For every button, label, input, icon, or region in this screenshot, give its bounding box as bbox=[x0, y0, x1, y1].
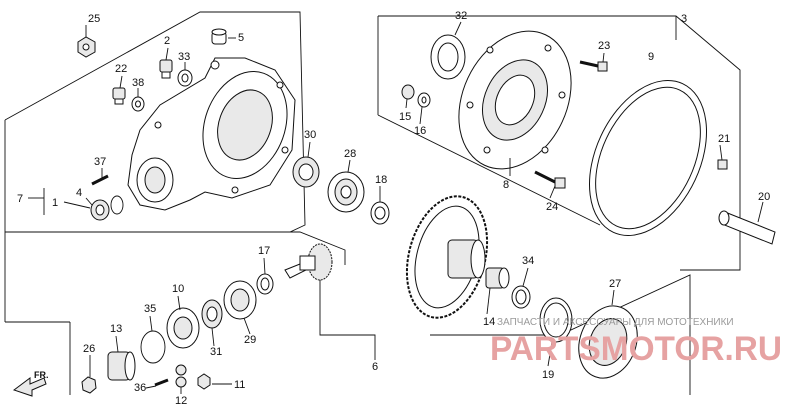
label-33: 33 bbox=[178, 51, 190, 63]
bolt-24 bbox=[534, 170, 566, 189]
bolt-2 bbox=[159, 59, 173, 79]
pinion-group-top-line bbox=[120, 231, 346, 265]
label-7: 7 bbox=[17, 193, 23, 205]
washer-15 bbox=[401, 84, 415, 100]
washer-12 bbox=[175, 364, 187, 388]
protector-ring-9 bbox=[589, 80, 707, 236]
nut-26 bbox=[81, 376, 97, 394]
label-11: 11 bbox=[234, 379, 245, 391]
label-32: 32 bbox=[455, 10, 467, 22]
bolt-22 bbox=[112, 87, 126, 105]
oring-35 bbox=[140, 330, 166, 364]
spacer-31 bbox=[201, 299, 223, 329]
part-labels: 25 2 5 33 22 38 37 4 7 1 30 28 18 32 3 2… bbox=[17, 10, 770, 407]
stud-37 bbox=[91, 174, 109, 186]
right-bottom-boundary bbox=[430, 274, 691, 395]
label-20: 20 bbox=[758, 191, 770, 203]
gear-case-cover bbox=[458, 30, 572, 170]
label-14: 14 bbox=[483, 316, 495, 328]
direction-label: FR. bbox=[34, 370, 49, 380]
label-26: 26 bbox=[83, 343, 95, 355]
arrow-icon bbox=[12, 377, 47, 397]
leader-lines bbox=[28, 21, 764, 394]
bolt-23 bbox=[579, 60, 608, 72]
watermark: ЗАПЧАСТИ И АКСЕССУАРЫ ДЛЯ МОТОТЕХНИКИ PA… bbox=[490, 317, 782, 368]
needle-bearing-14 bbox=[485, 267, 510, 289]
shaft-20 bbox=[718, 210, 776, 245]
cover-diagonal-edge bbox=[377, 114, 601, 226]
breather-cap bbox=[211, 28, 227, 45]
spacer-18 bbox=[370, 201, 390, 225]
bolt-21 bbox=[717, 159, 728, 170]
label-13: 13 bbox=[110, 323, 122, 335]
label-24: 24 bbox=[546, 201, 558, 213]
label-8: 8 bbox=[503, 179, 509, 191]
label-19: 19 bbox=[542, 369, 554, 381]
label-36: 36 bbox=[134, 382, 146, 394]
label-35: 35 bbox=[144, 303, 156, 315]
label-38: 38 bbox=[132, 77, 144, 89]
label-4: 4 bbox=[76, 187, 82, 199]
joint-13 bbox=[107, 351, 136, 381]
label-6: 6 bbox=[372, 361, 378, 373]
label-18: 18 bbox=[375, 174, 387, 186]
label-12: 12 bbox=[175, 395, 187, 407]
label-3: 3 bbox=[681, 13, 687, 25]
label-31: 31 bbox=[210, 346, 222, 358]
left-assembly-boundary bbox=[4, 11, 306, 233]
nut-11 bbox=[197, 373, 211, 390]
oil-seal-19 bbox=[539, 297, 573, 343]
label-28: 28 bbox=[344, 148, 356, 160]
label-30: 30 bbox=[304, 129, 316, 141]
label-22: 22 bbox=[115, 63, 127, 75]
label-29: 29 bbox=[244, 334, 256, 346]
watermark-logo: PARTSMOTOR.RU bbox=[490, 330, 782, 368]
circlip-4 bbox=[110, 195, 124, 215]
washer-38 bbox=[131, 96, 145, 112]
label-10: 10 bbox=[172, 283, 184, 295]
bearing-29 bbox=[223, 280, 257, 320]
ring-17 bbox=[256, 273, 274, 295]
oil-seal-32 bbox=[430, 34, 466, 80]
pinion-gear bbox=[284, 243, 333, 281]
bearing-28 bbox=[327, 171, 365, 213]
shim-34 bbox=[511, 285, 531, 309]
bearing-10 bbox=[166, 307, 200, 349]
bearing-27 bbox=[578, 305, 638, 379]
ring-gear bbox=[405, 195, 489, 319]
cover-assembly-boundary bbox=[378, 15, 741, 271]
label-5: 5 bbox=[238, 32, 244, 44]
label-2: 2 bbox=[164, 35, 170, 47]
label-34: 34 bbox=[522, 255, 534, 267]
ring-gear-leader bbox=[319, 275, 376, 360]
label-16: 16 bbox=[414, 125, 426, 137]
washer-16 bbox=[417, 92, 431, 108]
bolt-36 bbox=[154, 378, 169, 387]
label-25: 25 bbox=[88, 13, 100, 25]
watermark-caption: ЗАПЧАСТИ И АКСЕССУАРЫ ДЛЯ МОТОТЕХНИКИ bbox=[497, 317, 734, 328]
label-17: 17 bbox=[258, 245, 270, 257]
label-21: 21 bbox=[718, 133, 730, 145]
label-15: 15 bbox=[399, 111, 411, 123]
label-37: 37 bbox=[94, 156, 106, 168]
label-27: 27 bbox=[609, 278, 621, 290]
bearing-4 bbox=[90, 199, 110, 221]
group-boundary-lines bbox=[4, 11, 741, 395]
washer-33 bbox=[177, 69, 193, 87]
front-direction-arrow: FR. bbox=[12, 370, 49, 397]
label-1: 1 bbox=[52, 197, 58, 209]
label-23: 23 bbox=[598, 40, 610, 52]
bearing-30 bbox=[292, 156, 320, 188]
label-9: 9 bbox=[648, 51, 654, 63]
final-drive-case bbox=[127, 57, 296, 211]
nut-25 bbox=[77, 36, 96, 58]
